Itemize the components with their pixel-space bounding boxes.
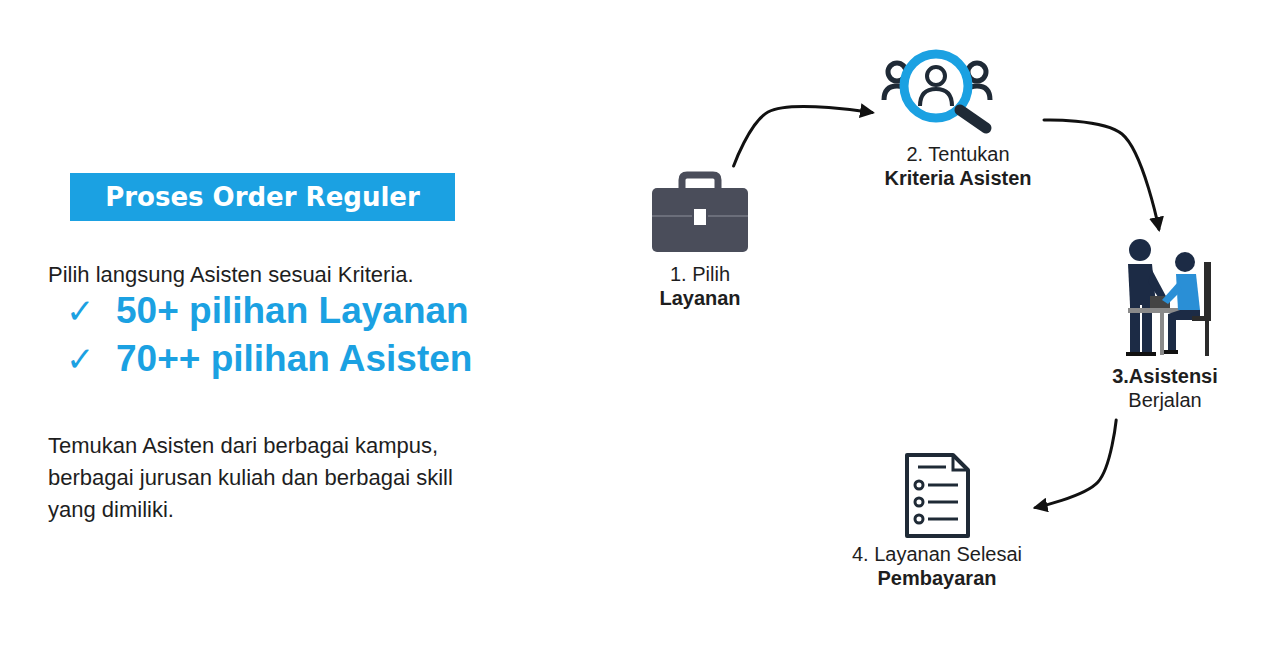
feature-text: 70++ pilihan Asisten xyxy=(116,336,472,382)
process-step: 2. TentukanKriteria Asisten xyxy=(876,46,1040,194)
step-label: 2. Tentukan xyxy=(884,142,1032,166)
people-table-icon xyxy=(1126,239,1211,356)
process-step: 4. Layanan SelesaiPembayaran xyxy=(844,450,1031,594)
check-mark: ✓ xyxy=(66,336,95,382)
briefcase-icon xyxy=(652,175,748,252)
description-text: Temukan Asisten dari berbagai kampus, be… xyxy=(48,430,503,526)
step-sublabel: Berjalan xyxy=(1112,388,1218,412)
flow-arrow xyxy=(1036,420,1117,508)
step-sublabel: Pembayaran xyxy=(852,566,1023,590)
process-step: 3.AsistensiBerjalan xyxy=(1104,234,1226,416)
document-icon xyxy=(907,455,968,536)
flow-arrow xyxy=(1044,120,1159,229)
step-label: 4. Layanan Selesai xyxy=(852,542,1023,566)
check-mark: ✓ xyxy=(66,288,95,334)
step-sublabel: Layanan xyxy=(652,286,748,310)
step-sublabel: Kriteria Asisten xyxy=(884,166,1032,190)
step-label: 3.Asistensi xyxy=(1112,364,1218,388)
process-step: 1. PilihLayanan xyxy=(644,170,756,314)
feature-text: 50+ pilihan Layanan xyxy=(116,288,469,334)
title-band: Proses Order Reguler xyxy=(70,173,455,221)
search-people-icon xyxy=(884,54,990,128)
flow-arrow xyxy=(734,106,872,166)
step-label: 1. Pilih xyxy=(652,262,748,286)
intro-text: Pilih langsung Asisten sesuai Kriteria. xyxy=(48,260,414,290)
